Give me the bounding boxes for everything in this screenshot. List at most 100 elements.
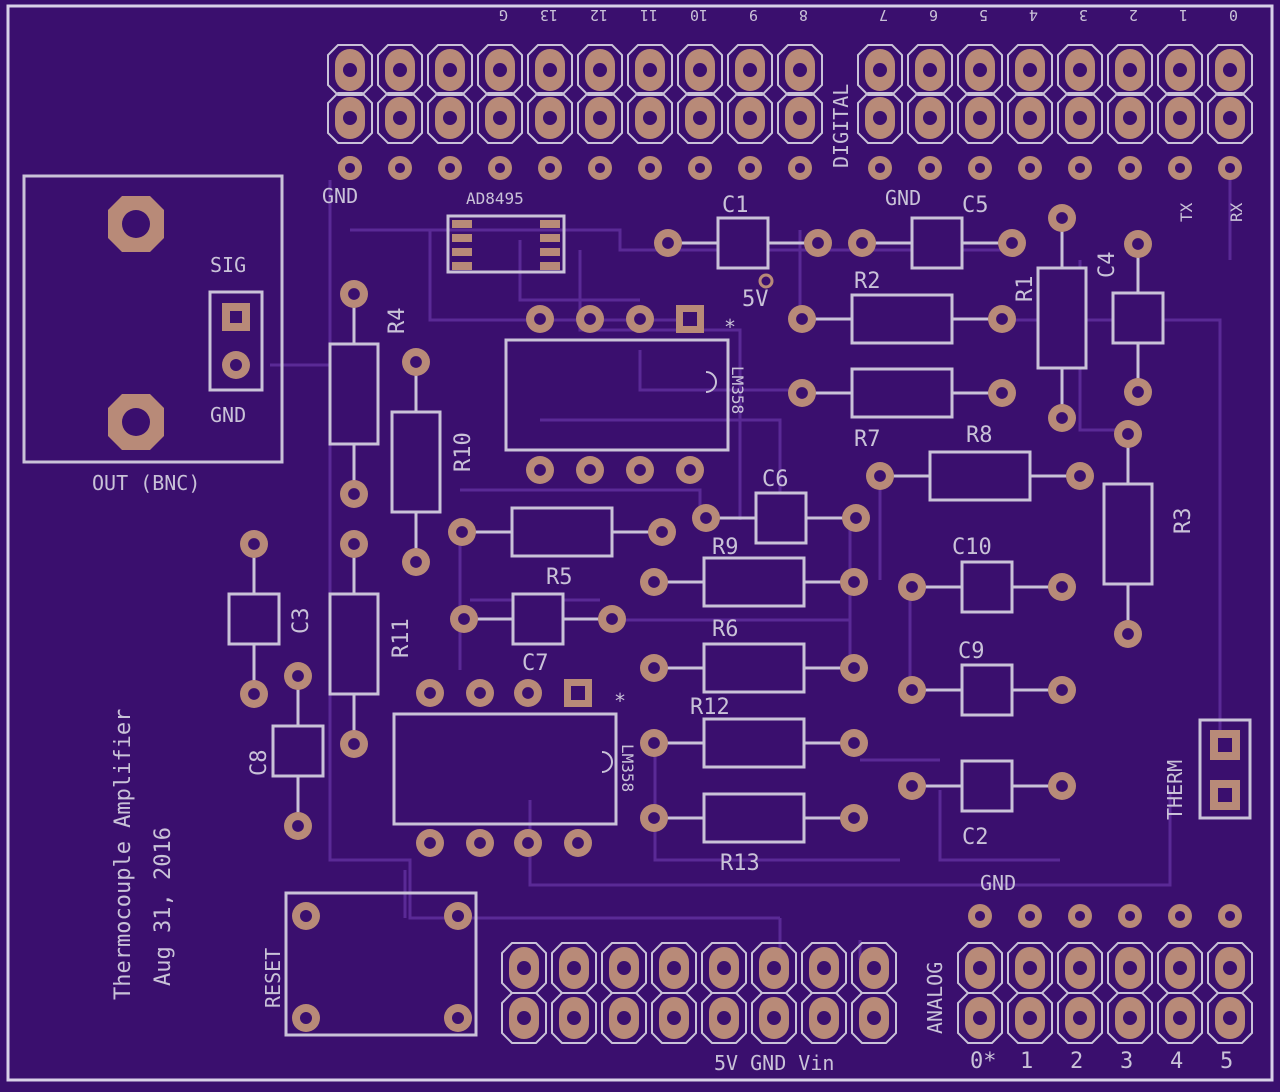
resistor-r5 [448, 506, 676, 558]
board-outline [6, 4, 1274, 1082]
label-r8: R8 [966, 423, 993, 448]
label-c2: C2 [962, 825, 989, 850]
reset-label: RESET [261, 948, 285, 1008]
lm358-top-pin1-mark: * [724, 315, 736, 339]
analog-label: ANALOG [923, 962, 947, 1034]
digital-pin-label: 13 [540, 6, 558, 24]
analog-pin-label: 5 [1220, 1049, 1233, 1074]
label-five-v: 5V [742, 287, 769, 312]
label-r1: R1 [1013, 276, 1038, 303]
label-c8: C8 [247, 750, 272, 777]
digital-label: DIGITAL [829, 84, 853, 168]
label-c7: C7 [522, 651, 549, 676]
digital-header [327, 44, 1253, 180]
label-c4: C4 [1095, 252, 1120, 279]
digital-pin-label: 12 [590, 6, 608, 24]
analog-pin-label: 4 [1170, 1049, 1183, 1074]
capacitor-c5 [848, 216, 1026, 270]
digital-pin-label: 3 [1079, 6, 1088, 24]
resistor-r10 [390, 348, 442, 576]
analog-pin-label: 2 [1070, 1049, 1083, 1074]
analog-pin-label: 1 [1020, 1049, 1033, 1074]
label-r11: R11 [389, 618, 414, 658]
ic-pads [416, 305, 704, 857]
capacitor-c7 [450, 592, 626, 646]
resistor-r4 [328, 280, 380, 508]
digital-pin-label: G [499, 6, 508, 24]
tx-label: TX [1177, 202, 1196, 222]
label-r9: R9 [712, 535, 739, 560]
gnd-top-right-label: GND [885, 186, 921, 210]
digital-pin-label: 4 [1029, 6, 1038, 24]
label-r2: R2 [854, 269, 881, 294]
bnc-out-label: OUT (BNC) [92, 471, 200, 495]
label-r7: R7 [854, 427, 881, 452]
resistor-r13 [640, 792, 868, 844]
label-r3: R3 [1171, 508, 1196, 535]
board-date: Aug 31, 2016 [151, 827, 176, 986]
lm358-top-label: LM358 [728, 366, 747, 414]
gnd-bottom-label: GND [980, 871, 1016, 895]
digital-pin-label: 1 [1179, 6, 1188, 24]
resistor-r3 [1102, 420, 1154, 648]
analog-pin-label: 3 [1120, 1049, 1133, 1074]
capacitor-c8 [271, 662, 325, 840]
bnc-gnd-label: GND [210, 403, 246, 427]
capacitor-c1 [654, 216, 832, 270]
lm358-top-chip: LM358 * [504, 315, 747, 452]
digital-pin-label: 0 [1229, 6, 1238, 24]
bnc-connector: SIG GND OUT (BNC) [22, 174, 284, 495]
capacitor-c6 [692, 491, 870, 545]
therm-label: THERM [1163, 760, 1187, 820]
gnd-top-left-label: GND [322, 184, 358, 208]
capacitor-c2 [898, 759, 1076, 813]
resistor-r12 [640, 717, 868, 769]
rx-label: RX [1227, 202, 1246, 222]
analog-header [957, 904, 1253, 1044]
bnc-sig-label: SIG [210, 253, 246, 277]
capacitor-c3 [227, 530, 281, 708]
test-point-5v [758, 273, 774, 289]
label-r13: R13 [720, 851, 760, 876]
digital-pin-label: 2 [1129, 6, 1138, 24]
digital-pin-label: 6 [929, 6, 938, 24]
reset-switch: RESET [261, 891, 478, 1037]
resistor-r2 [788, 293, 1016, 345]
resistor-r6 [640, 642, 868, 694]
lm358-bottom-pin1-mark: * [614, 689, 626, 713]
resistor-r7 [788, 367, 1016, 419]
label-r6: R6 [712, 617, 739, 642]
resistor-r11 [328, 530, 380, 758]
digital-pin-label: 9 [749, 6, 758, 24]
power-pins-label: 5V GND Vin [714, 1051, 834, 1075]
label-r10: R10 [451, 432, 476, 472]
digital-pin-label: 5 [979, 6, 988, 24]
label-c1: C1 [722, 193, 749, 218]
label-r4: R4 [385, 308, 410, 335]
label-c5: C5 [962, 193, 989, 218]
power-header [501, 942, 897, 1044]
resistor-r1 [1036, 204, 1088, 432]
label-c6: C6 [762, 467, 789, 492]
board-title: Thermocouple Amplifier [111, 709, 136, 1000]
digital-pin-label: 8 [799, 6, 808, 24]
label-c10: C10 [952, 535, 992, 560]
digital-pin-label: 10 [690, 6, 708, 24]
label-r5: R5 [546, 565, 573, 590]
digital-pin-label: 11 [640, 6, 658, 24]
capacitor-c10 [898, 560, 1076, 614]
ad8495-chip: AD8495 [446, 189, 566, 274]
lm358-bottom-label: LM358 [618, 744, 637, 792]
therm-connector: THERM [1163, 718, 1252, 820]
lm358-bottom-chip: LM358 * [392, 689, 637, 826]
resistor-r8 [866, 450, 1094, 502]
label-r12: R12 [690, 695, 730, 720]
capacitor-c9 [898, 663, 1076, 717]
ad8495-label: AD8495 [466, 189, 524, 208]
label-c3: C3 [289, 608, 314, 635]
